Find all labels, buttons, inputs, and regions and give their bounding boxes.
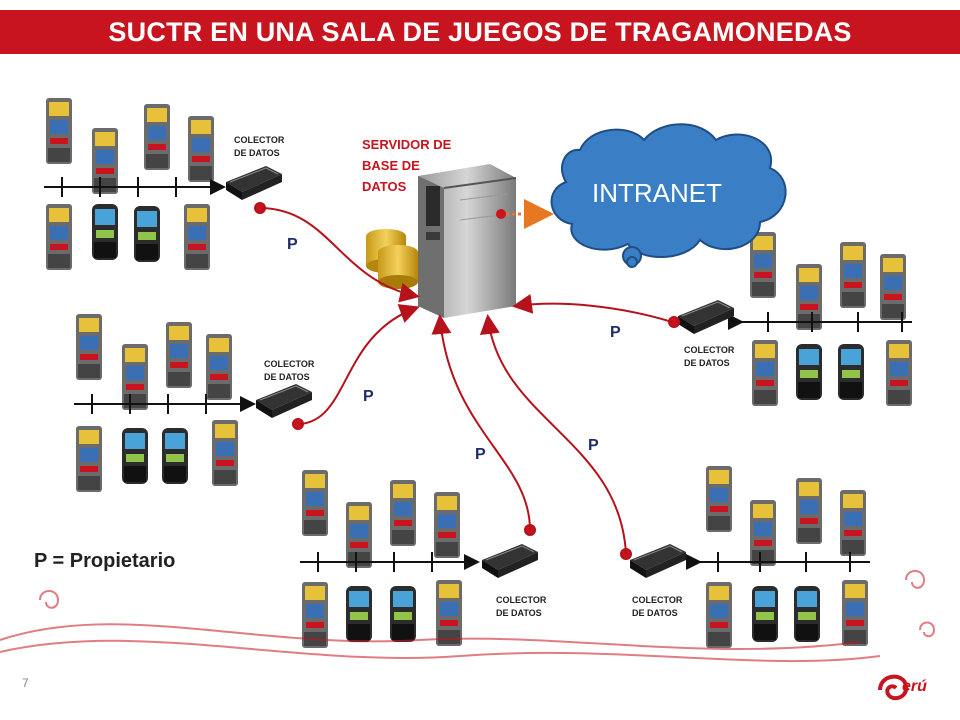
slot-group-bottom-center-right <box>629 466 870 648</box>
collector-device <box>225 165 283 201</box>
collector-label-top-left: COLECTOR DE DATOS <box>234 135 285 158</box>
slot-group-top-left <box>43 98 283 270</box>
server-label: SERVIDOR DE BASE DE DATOS <box>362 137 452 194</box>
collector-label-bottom-center-left: COLECTOR DE DATOS <box>496 595 547 618</box>
collector-links <box>254 202 680 560</box>
slot-group-bottom-center-left <box>299 470 539 648</box>
peru-logo-text: erú <box>902 678 927 695</box>
slide-number: 7 <box>22 676 29 690</box>
collector-label-middle-left: COLECTOR DE DATOS <box>264 359 315 382</box>
slide-title: SUCTR EN UNA SALA DE JUEGOS DE TRAGAMONE… <box>0 10 960 54</box>
owner-marker-bottom-center-right: P <box>588 437 599 454</box>
intranet-cloud-icon <box>550 123 787 268</box>
collector-label-right: COLECTOR DE DATOS <box>684 345 735 368</box>
slot-group-right <box>677 232 912 406</box>
owner-marker-bottom-center-left: P <box>475 446 486 463</box>
decorative-swirls <box>0 570 936 663</box>
database-icon <box>366 229 418 289</box>
owner-marker-top-left: P <box>287 236 298 253</box>
peru-logo-icon <box>878 674 909 701</box>
collector-label-bottom-center-right: COLECTOR DE DATOS <box>632 595 683 618</box>
legend-text: P = Propietario <box>34 550 176 572</box>
owner-marker-right: P <box>610 324 621 341</box>
owner-marker-middle-left: P <box>363 388 374 405</box>
slot-group-middle-left <box>73 314 313 492</box>
server-icon <box>418 164 517 318</box>
intranet-label: INTRANET <box>592 178 722 208</box>
